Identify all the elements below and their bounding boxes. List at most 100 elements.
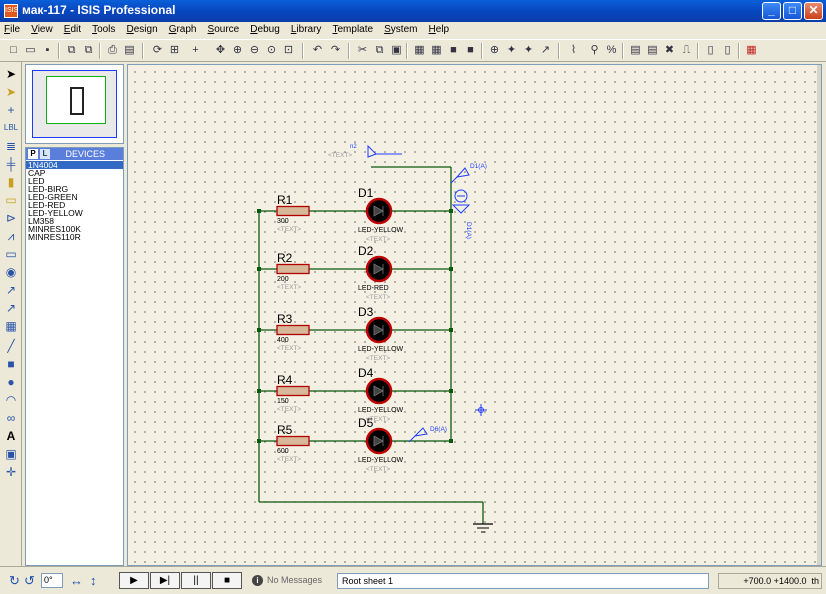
device-list-item[interactable]: LED-YELLOW	[28, 208, 83, 218]
ground-symbol[interactable]	[473, 523, 493, 533]
select-mode-icon[interactable]: ➤	[5, 67, 17, 81]
mirror-vertical-icon[interactable]: ↕	[90, 573, 97, 588]
device-list-item[interactable]: MINRES100K	[28, 224, 81, 234]
search-tag-icon[interactable]: ⚲	[590, 44, 599, 56]
circle-icon[interactable]: ●	[7, 375, 15, 389]
device-list-item[interactable]: LM358	[28, 216, 54, 226]
overview-view-area[interactable]	[46, 76, 106, 124]
arc-icon[interactable]: ◠	[5, 393, 17, 407]
new-file-icon[interactable]: □	[10, 44, 17, 56]
wire-autorouter-icon[interactable]: ⌇	[570, 44, 577, 56]
schematic-canvas[interactable]	[127, 64, 822, 566]
bus-icon[interactable]: ╪	[6, 157, 16, 171]
rotate-ccw-icon[interactable]: ↺	[24, 573, 35, 588]
graph-icon[interactable]: ⩘	[7, 229, 15, 243]
overview-window[interactable]	[25, 64, 124, 144]
rotation-angle-field[interactable]: 0°	[41, 573, 63, 588]
paste-icon[interactable]: ▣	[391, 44, 402, 56]
menu-debug[interactable]: Debug	[250, 24, 280, 35]
subcircuit-icon[interactable]: ▮	[7, 175, 15, 189]
box-icon[interactable]: ■	[7, 357, 15, 371]
close-button[interactable]: ✕	[804, 2, 823, 20]
open-folder-icon[interactable]: ▭	[25, 44, 36, 56]
device-list-item[interactable]: LED-BIRG	[28, 184, 69, 194]
junction-icon[interactable]: +	[7, 103, 15, 117]
pan-icon[interactable]: ✥	[215, 44, 226, 56]
menu-source[interactable]: Source	[207, 24, 240, 35]
redo-icon[interactable]: ↷	[330, 44, 341, 56]
menu-edit[interactable]: Edit	[63, 24, 81, 35]
menu-library[interactable]: Library	[290, 24, 322, 35]
resistor-body[interactable]	[276, 324, 310, 336]
device-pin-icon[interactable]: ⊳	[5, 211, 17, 225]
generator-icon[interactable]: ◉	[5, 265, 17, 279]
library-manager-button[interactable]: L	[40, 149, 50, 159]
text-script-icon[interactable]: ≣	[5, 139, 17, 153]
device-list-item[interactable]: LED-RED	[28, 200, 66, 210]
device-list-item[interactable]: CAP	[28, 168, 46, 178]
component-mode-icon[interactable]: ➤	[5, 85, 17, 99]
current-probe-icon[interactable]: ↗	[5, 301, 17, 315]
property-assign-icon[interactable]: %	[606, 44, 617, 56]
goto-sheet-icon[interactable]: ✖	[664, 44, 675, 56]
origin-icon[interactable]: +	[192, 44, 199, 56]
current-probe[interactable]: D1(A)	[451, 189, 472, 239]
resistor-body[interactable]	[276, 385, 310, 397]
decompose-icon[interactable]: ↗	[540, 44, 551, 56]
zoom-in-icon[interactable]: ⊕	[232, 44, 243, 56]
device-list-item[interactable]: LED	[28, 176, 45, 186]
bom-icon[interactable]: ⎍	[682, 44, 691, 56]
wire-label-icon[interactable]: LBL	[3, 123, 19, 132]
text-icon[interactable]: A	[6, 429, 16, 443]
pick-device-icon[interactable]: ⊕	[489, 44, 500, 56]
undo-icon[interactable]: ↶	[312, 44, 323, 56]
print-setup-icon[interactable]: ▤	[124, 44, 135, 56]
terminal-icon[interactable]: ▭	[5, 193, 17, 207]
step-button[interactable]: ▶|	[150, 572, 180, 589]
print-icon[interactable]: ⎙	[108, 44, 117, 56]
virtual-instrument-icon[interactable]: ▦	[5, 319, 17, 333]
menu-file[interactable]: File	[4, 24, 21, 35]
minimize-button[interactable]: _	[762, 2, 781, 20]
netlist-ares-icon[interactable]: ▦	[746, 44, 757, 56]
cut-icon[interactable]: ✂	[357, 44, 368, 56]
block-delete-icon[interactable]: ■	[467, 44, 474, 56]
stop-button[interactable]: ■	[212, 572, 242, 589]
resistor-body[interactable]	[276, 205, 310, 217]
menu-template[interactable]: Template	[332, 24, 374, 35]
netlist-icon[interactable]: ▯	[707, 44, 714, 56]
block-move-icon[interactable]: ▦	[431, 44, 442, 56]
pick-devices-button[interactable]: P	[28, 149, 38, 159]
copy-icon[interactable]: ⧉	[375, 44, 384, 56]
voltage-probe-icon[interactable]: ↗	[5, 283, 17, 297]
import-icon[interactable]: ⧉	[67, 44, 76, 56]
pause-button[interactable]: ||	[181, 572, 211, 589]
maximize-button[interactable]: □	[783, 2, 802, 20]
path-icon[interactable]: ∞	[6, 411, 16, 425]
line-icon[interactable]: ╱	[7, 339, 15, 353]
make-device-icon[interactable]: ✦	[506, 44, 517, 56]
save-icon[interactable]: ▪	[45, 44, 50, 56]
menu-view[interactable]: View	[31, 24, 53, 35]
menu-system[interactable]: System	[384, 24, 418, 35]
menu-tools[interactable]: Tools	[92, 24, 116, 35]
marker-icon[interactable]: ✛	[5, 465, 17, 479]
grid-icon[interactable]: ⊞	[169, 44, 180, 56]
device-list-item[interactable]: MINRES110R	[28, 232, 81, 242]
new-sheet-icon[interactable]: ▤	[630, 44, 641, 56]
voltage-probe-d1a[interactable]: D1(A)	[450, 163, 487, 184]
zoom-area-icon[interactable]: ⊡	[283, 44, 294, 56]
block-rotate-icon[interactable]: ■	[450, 44, 457, 56]
zoom-out-icon[interactable]: ⊖	[249, 44, 260, 56]
menu-design[interactable]: Design	[126, 24, 158, 35]
canvas-scrollbar[interactable]	[817, 65, 821, 565]
rotate-cw-icon[interactable]: ↻	[9, 573, 20, 588]
tape-recorder-icon[interactable]: ▭	[5, 247, 17, 261]
menu-help[interactable]: Help	[428, 24, 450, 35]
resistor-body[interactable]	[276, 435, 310, 447]
symbol-icon[interactable]: ▣	[5, 447, 17, 461]
voltage-probe-d6a[interactable]: D6(A)	[408, 426, 447, 443]
refresh-icon[interactable]: ⟳	[152, 44, 163, 56]
device-list-item[interactable]: 1N4004	[26, 161, 123, 169]
